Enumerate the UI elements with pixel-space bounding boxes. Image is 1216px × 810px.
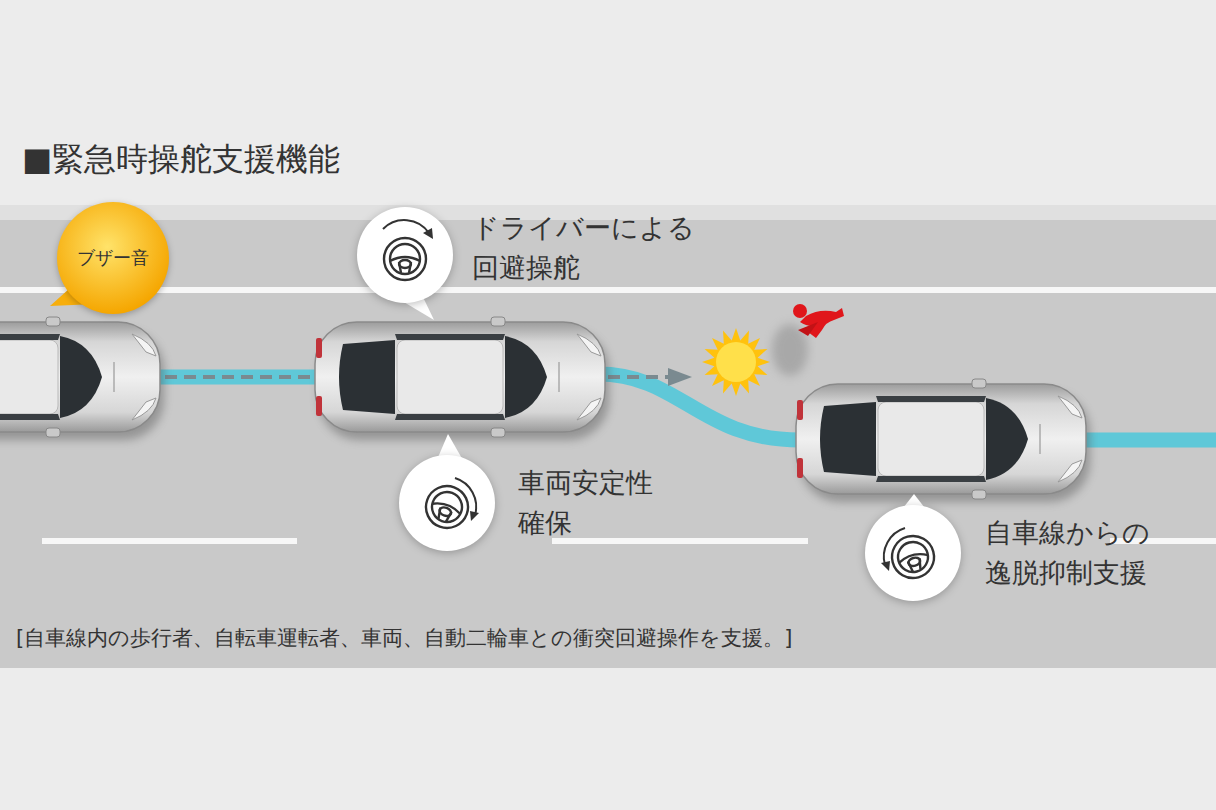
- warning-burst: [702, 328, 770, 396]
- bubble-circle: [865, 505, 961, 601]
- car: [315, 317, 609, 440]
- function-label: 自車線からの 逸脱抑制支援: [985, 513, 1150, 593]
- bubble-circle: [357, 207, 453, 303]
- steering-bubble: 自車線からの 逸脱抑制支援: [865, 505, 961, 601]
- pedestrian-figure: [772, 304, 844, 376]
- function-label: 車両安定性 確保: [518, 463, 653, 543]
- bubble-label: ブザー音: [57, 202, 169, 314]
- diagram-title: ■緊急時操舵支援機能: [22, 138, 340, 182]
- diagram-caption: [自車線内の歩行者、自転車運転者、車両、自動二輪車との衝突回避操作を支援。]: [16, 624, 792, 652]
- car: [796, 379, 1090, 502]
- steering-bubble: 車両安定性 確保: [399, 455, 495, 551]
- car: [0, 317, 164, 440]
- bubble-circle: [399, 455, 495, 551]
- buzzer-bubble: ブザー音: [57, 202, 169, 314]
- function-label: ドライバーによる 回避操舵: [472, 208, 695, 288]
- steering-bubble: ドライバーによる 回避操舵: [357, 207, 453, 303]
